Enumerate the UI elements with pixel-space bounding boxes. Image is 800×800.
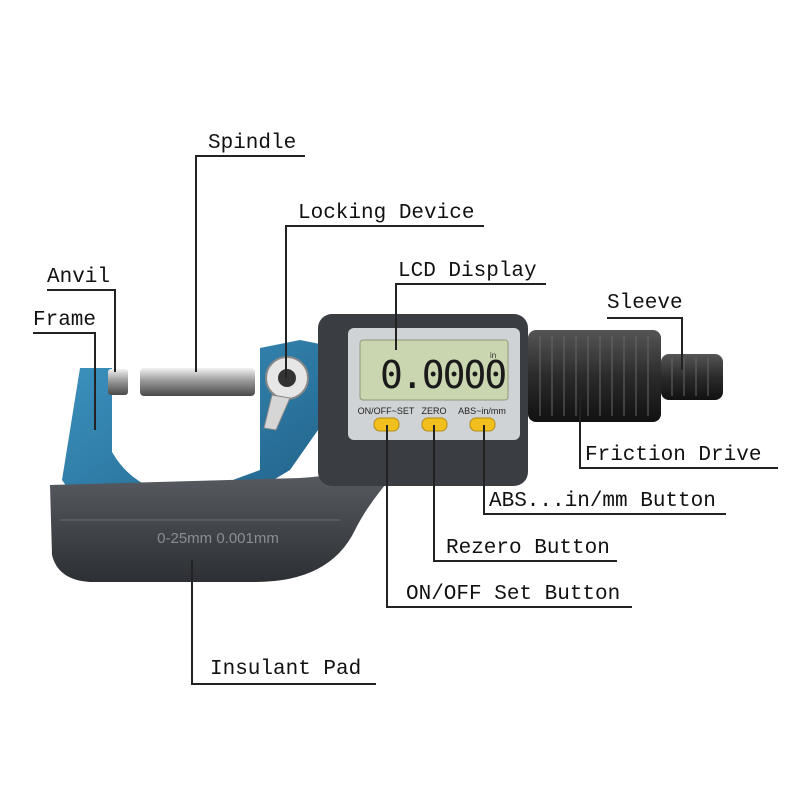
insulant-pad-label: Insulant Pad [210, 658, 361, 681]
locking-device-leader [285, 225, 484, 378]
friction-drive-leader [579, 395, 778, 469]
spindle-leader [195, 155, 305, 372]
sleeve [661, 354, 723, 400]
lcd-unit: in [490, 351, 496, 360]
lcd-display-leader [395, 283, 546, 350]
frame-leader [33, 332, 96, 430]
lcd-display-label: LCD Display [398, 260, 537, 283]
onoff-button-label: ON/OFF Set Button [406, 583, 620, 606]
spindle [140, 368, 255, 396]
frame-marking: 0-25mm 0.001mm [157, 530, 279, 547]
button-abs-label: ABS~in/mm [458, 406, 506, 416]
insulant-pad-leader [191, 560, 376, 685]
sleeve-leader [607, 317, 683, 370]
anvil [108, 369, 128, 395]
anvil-label: Anvil [47, 266, 110, 289]
frame [62, 340, 325, 520]
anvil-leader [47, 289, 116, 372]
lcd-reading: 0.0000 [380, 353, 505, 397]
abs-button-label: ABS...in/mm Button [489, 490, 716, 513]
rezero-button-label: Rezero Button [446, 537, 610, 560]
onoff-button-leader [386, 425, 632, 608]
rezero-button-leader [433, 425, 617, 562]
sleeve-label: Sleeve [607, 292, 683, 315]
abs-button[interactable] [469, 417, 496, 432]
abs-button-leader [483, 425, 726, 515]
insulant-pad [50, 468, 400, 582]
lcd-screen [359, 339, 509, 401]
friction-drive [528, 330, 661, 422]
button-zero-label: ZERO [421, 406, 446, 416]
spindle-label: Spindle [208, 132, 296, 155]
button-onoff-label: ON/OFF~SET [358, 406, 415, 416]
locking-device-label: Locking Device [298, 202, 474, 225]
frame-label: Frame [33, 309, 96, 332]
friction-drive-label: Friction Drive [585, 444, 761, 467]
